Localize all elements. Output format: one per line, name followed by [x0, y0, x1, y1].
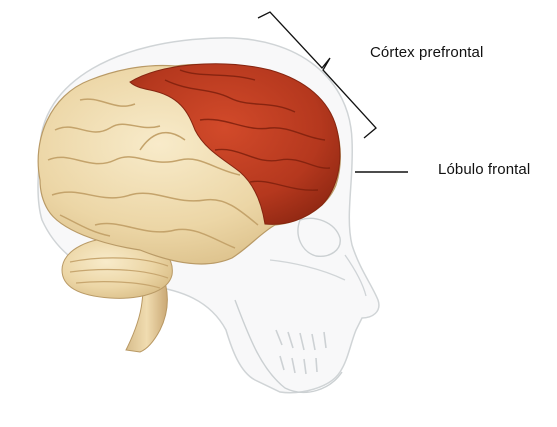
- frontal-lobe-label: Lóbulo frontal: [438, 161, 530, 178]
- prefrontal-cortex-label: Córtex prefrontal: [370, 44, 483, 61]
